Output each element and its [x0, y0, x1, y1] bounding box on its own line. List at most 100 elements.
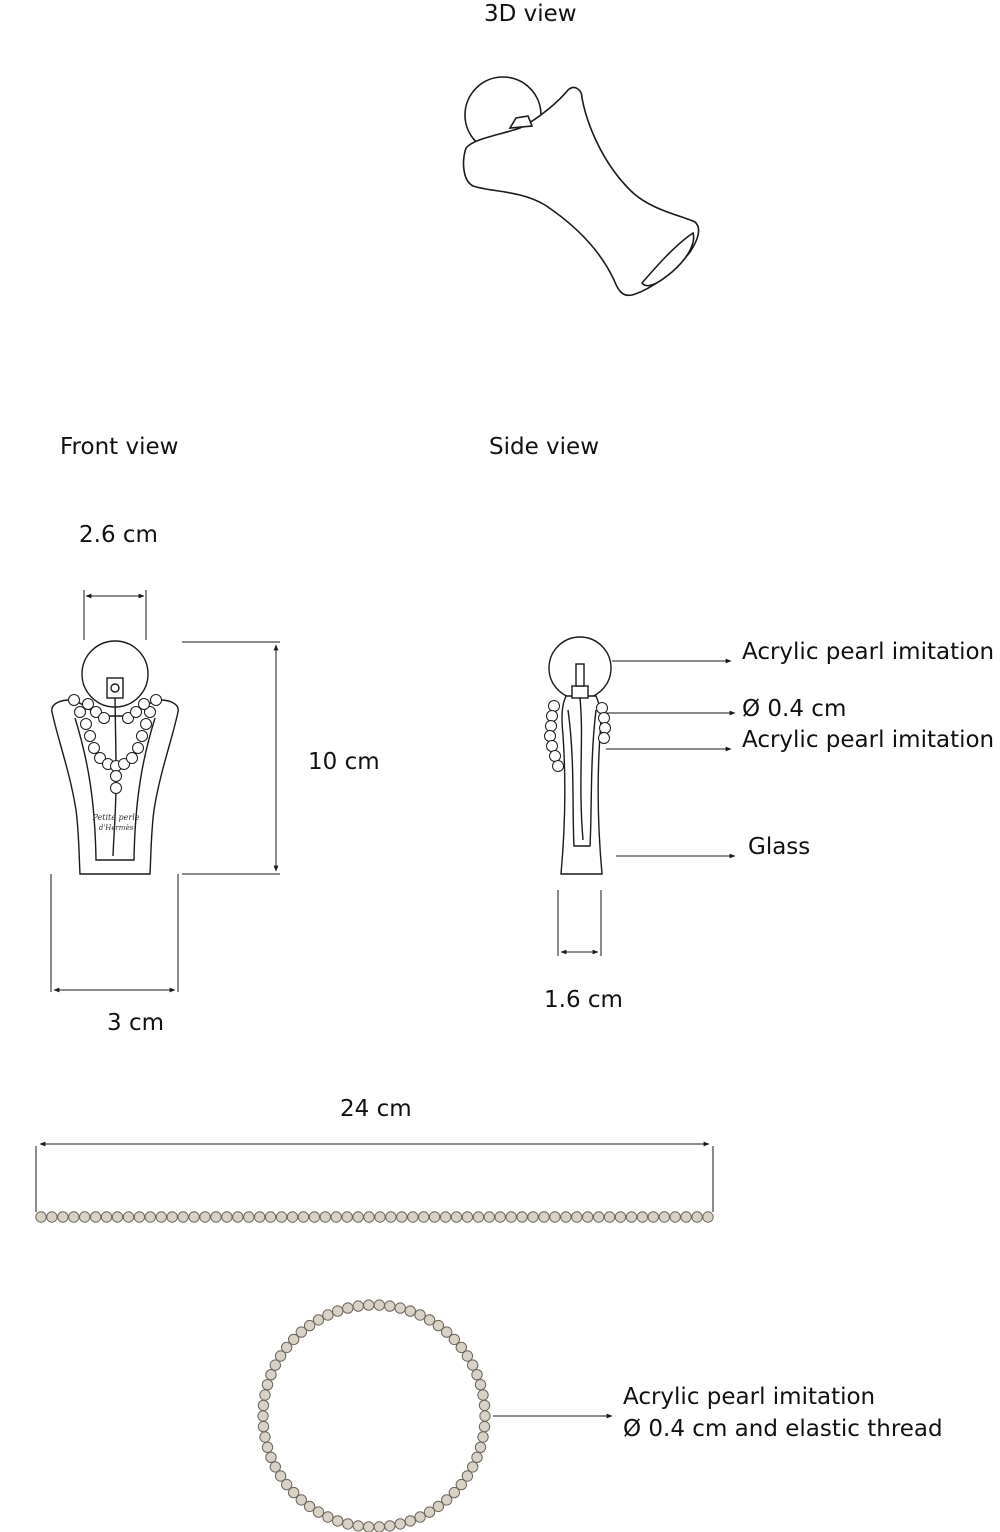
bracelet-pearl — [396, 1211, 408, 1223]
bracelet-ring-pearl — [281, 1341, 293, 1354]
bracelet-pearl — [450, 1211, 463, 1223]
side-pearl-strand — [544, 700, 611, 772]
callout-glass: Glass — [748, 834, 811, 860]
bracelet-pearl — [516, 1211, 528, 1223]
bracelet-ring-strand — [257, 1299, 491, 1532]
bracelet-ring-pearl — [373, 1521, 385, 1532]
bracelet-pearl — [57, 1211, 69, 1223]
dim-side-width-label: 1.6 cm — [544, 987, 623, 1013]
dip-tube-side — [579, 697, 584, 841]
bracelet-ring-pearl — [384, 1300, 396, 1312]
front-pearl — [68, 694, 80, 706]
view-title-front: Front view — [60, 434, 179, 460]
dim-base-width-label: 3 cm — [107, 1010, 164, 1036]
bracelet-ring-pearl — [332, 1305, 344, 1317]
bracelet-pearl — [232, 1211, 244, 1223]
bracelet-ring-pearl — [478, 1420, 491, 1433]
front-pearl — [122, 712, 134, 724]
bracelet-ring-pearl — [474, 1441, 487, 1454]
view-title-3d: 3D view — [484, 1, 577, 27]
bracelet-pearl — [527, 1211, 539, 1223]
front-pearl — [90, 706, 102, 718]
bracelet-straight-strand — [35, 1211, 714, 1223]
callout-pearl-top: Acrylic pearl imitation — [742, 639, 995, 665]
bracelet-pearl — [505, 1211, 517, 1223]
bracelet-pearl — [625, 1211, 638, 1223]
bracelet-ring-pearl — [342, 1302, 354, 1314]
bracelet-pearl — [483, 1211, 495, 1223]
side-pearl — [545, 720, 557, 732]
bracelet-ring-pearl — [257, 1399, 270, 1412]
bracelet-pearl — [352, 1211, 364, 1223]
bracelet-pearl — [275, 1211, 288, 1223]
bracelet-ring-pearl — [269, 1359, 281, 1371]
front-pearl — [150, 694, 162, 706]
spray-collar-3d — [508, 115, 534, 129]
bracelet-ring-pearl — [441, 1326, 453, 1338]
front-pearl — [74, 706, 86, 718]
bracelet-pearl — [428, 1211, 441, 1223]
bracelet-pearl — [133, 1211, 146, 1223]
bracelet-ring-pearl — [455, 1478, 467, 1491]
front-pearl — [82, 698, 94, 710]
side-dimensions — [557, 658, 736, 956]
bracelet-pearl — [100, 1211, 113, 1223]
bracelet-pearl — [188, 1211, 200, 1223]
bracelet-ring-pearl — [474, 1379, 487, 1391]
bracelet-ring-pearl — [455, 1341, 467, 1354]
bracelet-pearl — [636, 1211, 649, 1223]
bracelet-pearl — [494, 1211, 506, 1223]
callout-diameter: Ø 0.4 cm — [742, 696, 847, 722]
side-pearl — [546, 710, 558, 722]
bracelet-pearl — [297, 1211, 310, 1223]
bracelet-ring-pearl — [288, 1333, 300, 1346]
bottle-inner-side — [567, 709, 597, 847]
bracelet-pearl — [647, 1211, 659, 1223]
bracelet-pearl — [472, 1211, 485, 1223]
bracelet-ring-pearl — [281, 1478, 293, 1491]
bracelet-ring-pearl — [471, 1451, 483, 1464]
bracelet-pearl — [385, 1211, 397, 1223]
bracelet-pearl — [286, 1211, 299, 1223]
bracelet-pearl — [461, 1211, 474, 1223]
bracelet-pearl — [264, 1211, 277, 1223]
bracelet-ring-pearl — [423, 1506, 436, 1518]
bracelet-pearl — [614, 1211, 627, 1223]
side-pearl — [546, 740, 558, 752]
dim-bracelet-length-label: 24 cm — [340, 1096, 412, 1122]
bottle-3d-drawing — [462, 76, 700, 297]
bracelet-ring-pearl — [265, 1451, 277, 1464]
front-pearl — [130, 706, 142, 718]
bracelet-ring-pearl — [288, 1486, 300, 1499]
view-title-side: Side view — [489, 434, 600, 460]
bracelet-ring-pearl — [352, 1520, 364, 1532]
bracelet-ring-pearl — [342, 1518, 354, 1530]
bracelet-ring-pearl — [448, 1333, 460, 1346]
bracelet-pearl — [560, 1211, 572, 1223]
front-dimensions — [50, 590, 280, 993]
spray-hole-front — [110, 683, 120, 693]
bracelet-pearl — [593, 1211, 605, 1223]
callout-bracelet-line1: Acrylic pearl imitation — [623, 1384, 876, 1410]
bracelet-dimension — [35, 1141, 714, 1212]
bracelet-pearl — [243, 1211, 255, 1223]
front-pearl — [98, 712, 110, 724]
bracelet-ring-pearl — [432, 1500, 445, 1513]
bracelet-pearl — [308, 1211, 321, 1223]
bracelet-ring-pearl — [295, 1326, 307, 1338]
bracelet-ring-pearl — [471, 1369, 483, 1381]
bracelet-ring-pearl — [312, 1506, 325, 1518]
bracelet-ring-pearl — [477, 1431, 489, 1443]
bracelet-pearl — [199, 1211, 211, 1223]
bracelet-ring-pearl — [404, 1515, 416, 1527]
bracelet-pearl — [166, 1211, 178, 1223]
bottle-label-line1: Petite perle — [92, 813, 140, 822]
bracelet-ring-pearl — [384, 1520, 396, 1532]
side-pearl — [552, 760, 564, 772]
side-pearl — [598, 712, 610, 724]
bracelet-pearl — [111, 1211, 124, 1223]
bracelet-ring-pearl — [257, 1410, 269, 1422]
bracelet-pearl — [144, 1211, 157, 1223]
bracelet-ring-pearl — [448, 1486, 460, 1499]
